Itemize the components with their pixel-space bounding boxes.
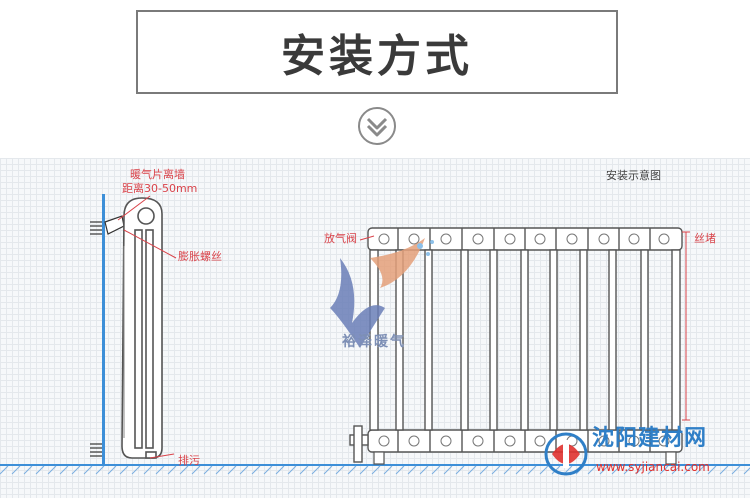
label-expansion-bolt: 膨胀螺丝 xyxy=(178,250,222,263)
page-title: 安装方式 xyxy=(281,31,473,82)
label-wall-distance-line2: 距离30-50mm xyxy=(122,182,198,195)
site-logo-name: 沈阳建材网 xyxy=(592,426,708,451)
radiator-front-view xyxy=(367,227,683,453)
install-diagram: 安装示意图 暖气片离墙 距离30-50mm 膨胀螺丝 排污 放气阀 丝堵 裕泽暖… xyxy=(0,158,750,498)
install-diagram-drawing xyxy=(0,194,750,476)
header-ornaments xyxy=(378,233,670,447)
label-air-valve: 放气阀 xyxy=(324,232,357,245)
site-logo-url: www.syjiancai.com xyxy=(596,460,710,474)
floor-line xyxy=(0,464,750,466)
brand-watermark: 裕泽暖气 xyxy=(342,334,406,350)
title-box: 安装方式 xyxy=(136,10,618,94)
site-logo-mark xyxy=(544,432,588,476)
diagram-caption: 安装示意图 xyxy=(606,169,661,182)
radiator-side-view xyxy=(121,197,163,459)
radiator-feet xyxy=(373,451,677,465)
chevron-down-circle-icon xyxy=(358,107,396,145)
bracket-top xyxy=(90,215,125,235)
label-wall-distance-line1: 暖气片离墙 xyxy=(130,168,185,181)
label-pointers xyxy=(117,195,375,459)
wall-line xyxy=(102,194,105,464)
brand-logo-mark xyxy=(330,238,434,348)
floor-hatch xyxy=(0,465,750,475)
inlet-pipe xyxy=(349,425,369,463)
label-drain: 排污 xyxy=(178,454,200,467)
label-wire-plug: 丝堵 xyxy=(694,232,716,245)
bracket-bottom xyxy=(90,443,102,457)
